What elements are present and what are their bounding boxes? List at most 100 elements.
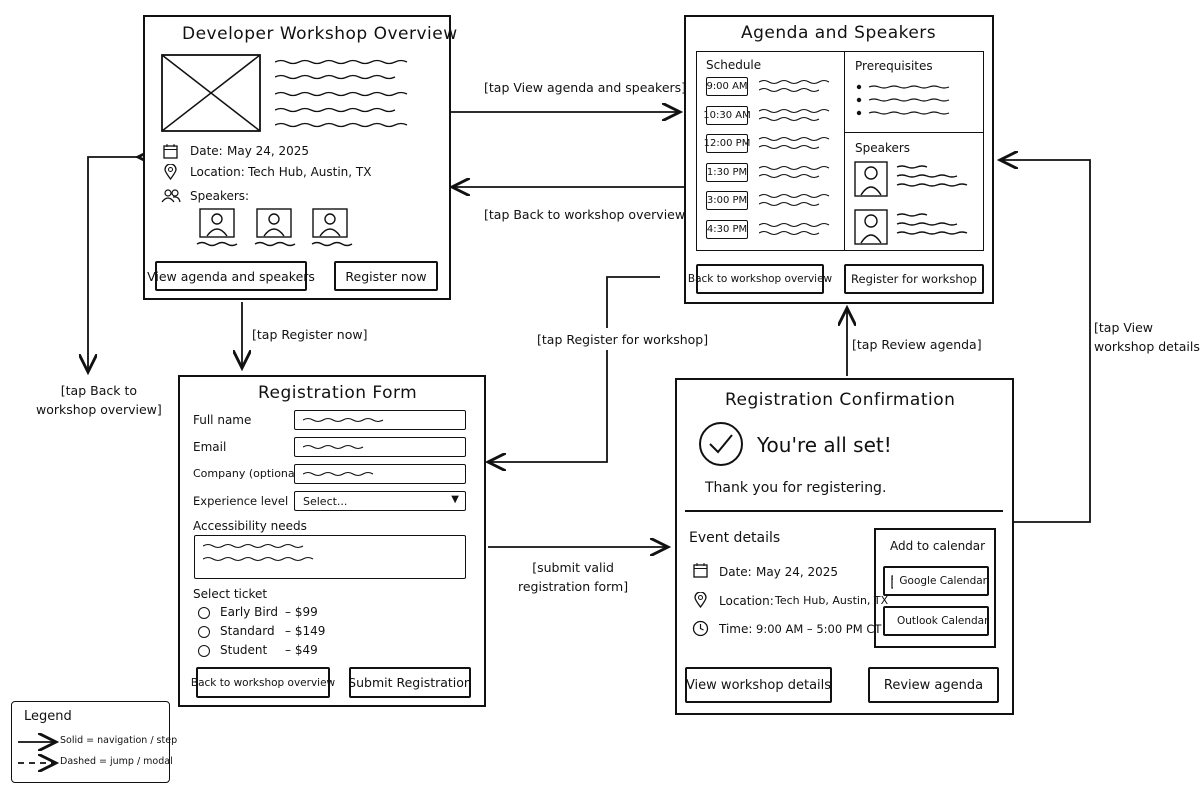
description-scribble [275,59,408,128]
clock-icon [692,620,709,637]
text-scribble [303,471,374,477]
confirm-location-label: Location: [719,594,774,608]
agenda-screen: Agenda and Speakers Schedule 9:00 AM 10:3… [684,15,994,304]
transition-back-overview: [tap Back to workshop overview] [484,206,690,224]
overview-screen: Developer Workshop Overview Date: May 24… [143,15,457,300]
schedule-item-scribble [759,193,830,207]
ticket-name: Early Bird [220,605,279,619]
overview-title: Developer Workshop Overview [182,24,458,44]
confirmation-title: Registration Confirmation [725,390,956,410]
confirmation-headline: You're all set! [757,433,892,457]
legend-dashed: Dashed = jump / modal [60,756,173,767]
location-pin-icon [694,592,707,608]
location-label: Location: [190,165,245,179]
event-details-heading: Event details [689,530,781,546]
google-calendar-label: Google Calendar [899,575,987,587]
schedule-time-chip: 12:00 PM [704,134,750,153]
transition-view-agenda: [tap View agenda and speakers] [484,79,687,97]
confirm-location-value: Tech Hub, Austin, TX [775,594,889,607]
ticket-option[interactable]: Student– $49 [198,643,338,659]
ticket-price: – $99 [285,605,318,619]
text-scribble [303,444,364,450]
view-workshop-details-button[interactable]: View workshop details [685,667,832,703]
registration-title: Registration Form [258,383,418,403]
legend-solid: Solid = navigation / step [60,735,178,746]
back-to-overview-button[interactable]: Back to workshop overview [688,264,832,294]
text-scribble [303,417,384,423]
outlook-calendar-button[interactable]: Outlook Calendar [883,606,989,636]
schedule-time-chip: 3:00 PM [706,191,748,210]
schedule-heading: Schedule [706,58,762,72]
prerequisites-heading: Prerequisites [855,59,933,73]
email-label: Email [193,440,227,454]
speakers-label: Speakers: [190,189,250,203]
legend-box: Legend Solid = navigation / step Dashed … [11,701,177,783]
full-name-field[interactable] [294,410,466,430]
ticket-option[interactable]: Early Bird – $99 [198,605,338,621]
schedule-item-scribble [759,108,830,121]
ticket-price: – $149 [285,624,326,638]
schedule-time-chip: 10:30 AM [703,105,751,125]
ticket-price: – $49 [285,643,318,657]
agenda-title: Agenda and Speakers [741,23,937,43]
ticket-label: Select ticket [193,587,268,601]
add-to-calendar-panel: Add to calendar Google Calendar Outlook … [874,528,996,648]
schedule-item-scribble [759,79,830,93]
location-value: Tech Hub, Austin, TX [248,165,372,179]
confirm-time-value: 9:00 AM – 5:00 PM CT [756,622,882,636]
prerequisites-list [856,84,950,116]
schedule-time-chip: 1:30 PM [706,162,748,182]
schedule-item-scribble [759,222,830,235]
review-agenda-button[interactable]: Review agenda [868,667,999,703]
schedule-time-chip: 4:30 PM [706,219,748,239]
speaker-avatars [196,208,353,247]
accessibility-textarea[interactable] [194,535,466,579]
schedule-time-chip: 9:00 AM [706,77,748,96]
company-label: Company (optional) [193,467,302,480]
legend-title: Legend [24,709,72,724]
ticket-option[interactable]: Standard – $149 [198,624,338,640]
radio-button[interactable] [198,607,210,619]
google-calendar-button[interactable]: Google Calendar [883,566,989,596]
view-agenda-button[interactable]: View agenda and speakers [147,261,315,291]
confirm-date-label: Date: [719,565,752,579]
calendar-icon [891,574,894,589]
date-value: May 24, 2025 [227,144,310,158]
date-label: Date: [190,144,223,158]
add-to-calendar-heading: Add to calendar [890,539,986,553]
full-name-label: Full name [193,413,252,427]
transition-back-left: [tap Back to workshop overview] [36,381,162,419]
confirm-time-label: Time: [719,622,753,636]
email-field[interactable] [294,437,466,457]
accessibility-label: Accessibility needs [193,519,307,533]
transition-review-agenda: [tap Review agenda] [852,336,982,354]
confirmation-divider [685,510,1003,512]
people-icon [161,189,181,203]
speaker-cards [854,161,968,245]
ticket-name: Standard [220,624,275,638]
schedule-item-scribble [759,136,830,150]
registration-back-button[interactable]: Back to workshop overview [191,667,335,698]
submit-registration-button[interactable]: Submit Registration [348,667,472,698]
outlook-calendar-label: Outlook Calendar [897,615,989,627]
confirmation-thanks: Thank you for registering. [705,480,887,496]
transition-view-details: [tap View workshop details] [1094,318,1200,356]
register-now-button[interactable]: Register now [334,261,438,291]
prerequisites-panel: Prerequisites [844,51,984,133]
hero-image-placeholder [161,54,261,132]
schedule-item-scribble [759,165,830,178]
transition-register-for-workshop: [tap Register for workshop] [537,331,709,349]
company-field[interactable] [294,464,466,484]
radio-button[interactable] [198,645,210,657]
experience-label: Experience level [193,494,289,508]
register-for-workshop-button[interactable]: Register for workshop [844,264,984,294]
radio-button[interactable] [198,626,210,638]
speakers-panel: Speakers [844,132,984,251]
speakers-heading: Speakers [855,141,911,155]
chevron-down-icon: ▼ [451,494,459,505]
transition-submit-form: [submit valid registration form] [518,558,629,596]
experience-select[interactable]: Select... ▼ [294,491,466,511]
location-pin-icon [164,164,177,180]
confirm-date-value: May 24, 2025 [756,565,839,579]
